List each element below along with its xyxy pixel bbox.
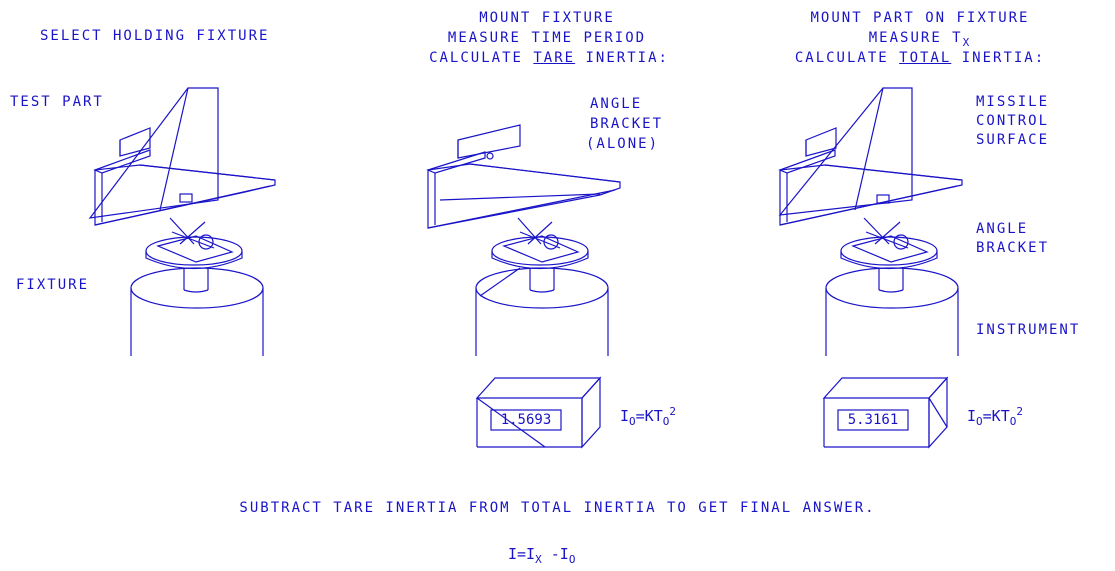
panel2-instrument-cylinder [475,267,609,356]
panel2-heading-line3: CALCULATE TARE INERTIA: [429,50,669,66]
panel2-bracket-label-line3: (ALONE) [586,136,660,152]
panel3-control-surface [778,87,913,216]
panel3-heading-line1: MOUNT PART ON FIXTURE [810,10,1030,26]
footer-instruction: SUBTRACT TARE INERTIA FROM TOTAL INERTIA… [239,500,876,516]
panel2-bracket-label-line1: ANGLE [590,96,643,112]
panel2-heading-line2: MEASURE TIME PERIOD [447,30,647,46]
panel3-bracket-label-line2: BRACKET [976,240,1050,256]
panel3-angle-bracket [778,127,963,226]
panel2-fixture-disc [491,217,589,270]
panel1-instrument-cylinder [130,267,264,356]
panel3-shaft [878,268,904,293]
panel1-test-part [88,87,219,219]
missile-label-line2: CONTROL [976,113,1050,129]
panel2-shaft [529,268,555,293]
final-formula: I=IX -IO [508,545,576,566]
panel2-drawing [426,124,621,356]
panel3-readout-box [822,376,949,449]
panel1-fixture-disc [145,217,243,270]
panel3-drawing [778,87,963,356]
missile-label-line1: MISSILE [976,94,1050,110]
fixture-label: FIXTURE [16,277,90,293]
panel2-heading-line1: MOUNT FIXTURE [479,10,615,26]
panel2-angle-bracket [426,124,621,229]
panel3-fixture-disc [840,217,938,270]
missile-label-line3: SURFACE [976,132,1050,148]
panel1-heading: SELECT HOLDING FIXTURE [40,28,270,44]
panel2-formula: IO=KTO2 [620,405,676,428]
panel2-display-value: 1.5693 [500,412,552,428]
panel3-display-value: 5.3161 [847,412,899,428]
test-part-label: TEST PART [10,94,104,110]
panel3-heading-line3: CALCULATE TOTAL INERTIA: [794,50,1046,66]
panel3-formula: IO=KTO2 [967,405,1023,428]
panel1-shaft [183,268,209,293]
panel3-bracket-label-line1: ANGLE [976,221,1029,237]
panel3-heading-line2: MEASURE TX [868,30,972,49]
panel3-instrument-cylinder [825,267,959,356]
panel2-readout-box [475,376,602,449]
instrument-label: INSTRUMENT [976,322,1081,338]
panel2-bracket-label-line2: BRACKET [590,116,664,132]
panel1-drawing [88,87,276,356]
